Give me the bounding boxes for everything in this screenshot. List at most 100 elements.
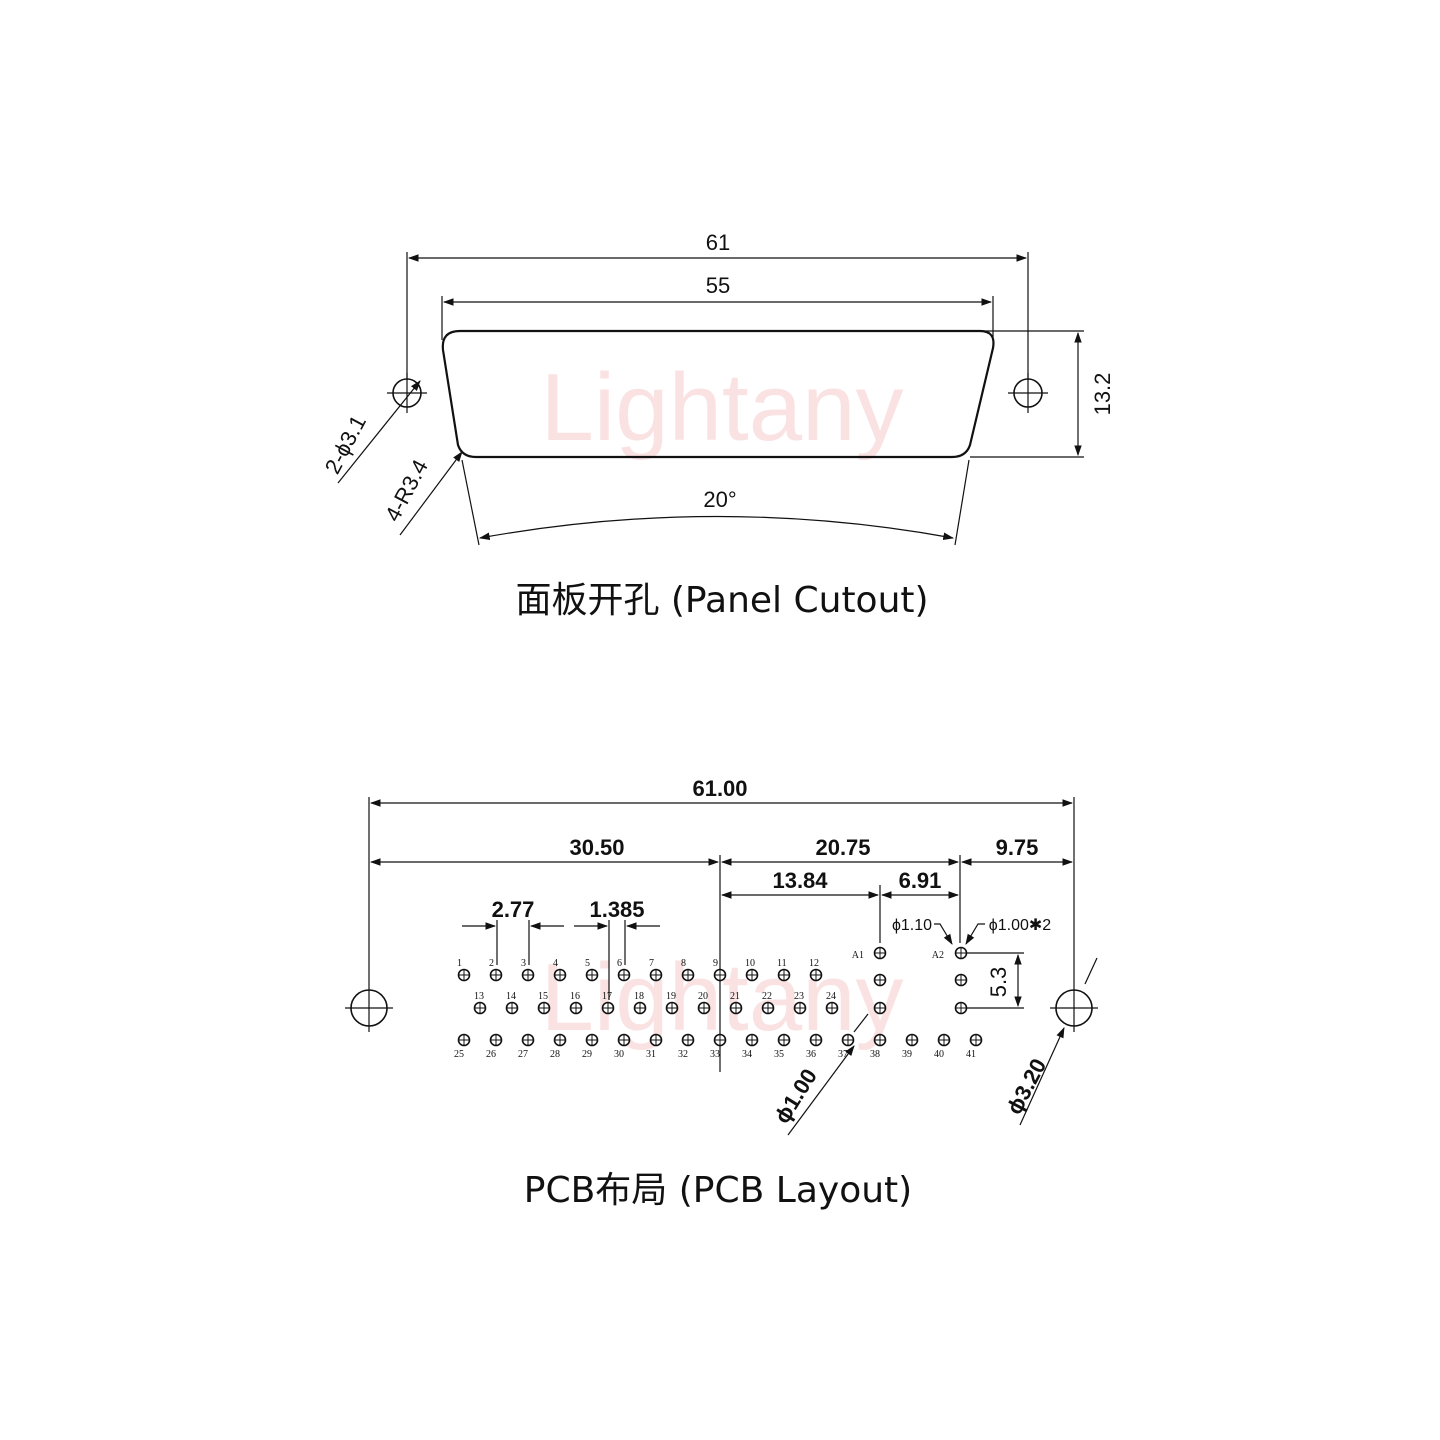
pin-label-17: 17 — [602, 991, 612, 1002]
pin-hole-35-cross — [779, 1035, 789, 1045]
pin-label-22: 22 — [762, 991, 772, 1002]
a2-hole-callout: ϕ1.00✱2 — [989, 917, 1052, 934]
pcb-dim-a1-a2: 6.91 — [899, 868, 942, 893]
coax-label-a2: A2 — [932, 950, 944, 961]
pin-label-2: 2 — [489, 958, 494, 969]
pin-hole-17-cross — [603, 1003, 613, 1013]
pin-hole-38-cross — [875, 1035, 885, 1045]
pcb-dim-pitch: 2.77 — [492, 897, 535, 922]
pin-label-4: 4 — [553, 958, 558, 969]
panel-cutout-drawing: 61 55 13.2 20° 2-ϕ3.1 4-R3.4 — [320, 230, 1115, 546]
pin-label-40: 40 — [934, 1049, 944, 1060]
pin-label-12: 12 — [809, 958, 819, 969]
dim-arc-20deg — [478, 515, 955, 540]
dim-angle: 20° — [703, 487, 736, 512]
pin-hole-9-cross — [715, 970, 725, 980]
pcb-dim-center-a1: 13.84 — [772, 868, 828, 893]
pin-label-20: 20 — [698, 991, 708, 1002]
pin-hole-7-cross — [651, 970, 661, 980]
pin-hole-33-cross — [715, 1035, 725, 1045]
pin-label-25: 25 — [454, 1049, 464, 1060]
pin-hole-41-cross — [971, 1035, 981, 1045]
coax-a1-hole-3-cross — [875, 1003, 885, 1013]
pcb-mount-hole-left — [345, 985, 393, 1032]
pin-hole-32-cross — [683, 1035, 693, 1045]
pin-hole-4-cross — [555, 970, 565, 980]
pin-hole-10-cross — [747, 970, 757, 980]
pin-hole-31-cross — [651, 1035, 661, 1045]
pin-hole-23-cross — [795, 1003, 805, 1013]
pin-label-23: 23 — [794, 991, 804, 1002]
pin-hole-19-cross — [667, 1003, 677, 1013]
pin-label-11: 11 — [777, 958, 787, 969]
pin-hole-18-cross — [635, 1003, 645, 1013]
pin-label-39: 39 — [902, 1049, 912, 1060]
pin-label-8: 8 — [681, 958, 686, 969]
pcb-dim-row-spacing: 5.3 — [986, 967, 1011, 998]
radius-callout: 4-R3.4 — [380, 455, 433, 525]
pin-label-9: 9 — [713, 958, 718, 969]
watermark-top: Lightany — [541, 354, 904, 461]
pin-hole-40-cross — [939, 1035, 949, 1045]
pin-hole-14-cross — [507, 1003, 517, 1013]
pin-hole-34-cross — [747, 1035, 757, 1045]
pcb-dim-overall: 61.00 — [692, 776, 747, 801]
pin-label-5: 5 — [585, 958, 590, 969]
pin-hole-37-cross — [843, 1035, 853, 1045]
pin-label-29: 29 — [582, 1049, 592, 1060]
pin-label-7: 7 — [649, 958, 654, 969]
pin-hole-16-cross — [571, 1003, 581, 1013]
pin-hole-28-cross — [555, 1035, 565, 1045]
pin-hole-5-cross — [587, 970, 597, 980]
pin-label-33: 33 — [710, 1049, 720, 1060]
pin-hole-29-cross — [587, 1035, 597, 1045]
pin-hole-2-cross — [491, 970, 501, 980]
coax-a2-hole-2-cross — [956, 975, 966, 985]
pin-label-36: 36 — [806, 1049, 816, 1060]
pin-hole-13-cross — [475, 1003, 485, 1013]
pin-label-31: 31 — [646, 1049, 656, 1060]
pin-label-37: 37 — [838, 1049, 848, 1060]
pin-label-34: 34 — [742, 1049, 752, 1060]
pin-hole-11-cross — [779, 970, 789, 980]
hole-callout: 2-ϕ3.1 — [320, 411, 371, 478]
pin-label-1: 1 — [457, 958, 462, 969]
pin-label-15: 15 — [538, 991, 548, 1002]
dim-overall-width: 61 — [706, 230, 730, 255]
pin-label-26: 26 — [486, 1049, 496, 1060]
pin-hole-1-cross — [459, 970, 469, 980]
pcb-dim-left-half: 30.50 — [569, 835, 624, 860]
dim-height: 13.2 — [1090, 373, 1115, 416]
pcb-mount-hole-right — [1050, 985, 1098, 1032]
panel-cutout-caption: 面板开孔 (Panel Cutout) — [515, 580, 928, 621]
pin-label-19: 19 — [666, 991, 676, 1002]
coax-a2-hole-3-cross — [956, 1003, 966, 1013]
pin-hole-20-cross — [699, 1003, 709, 1013]
pcb-layout-caption: PCB布局 (PCB Layout) — [524, 1170, 912, 1211]
pin-hole-6-cross — [619, 970, 629, 980]
pin-label-35: 35 — [774, 1049, 784, 1060]
pin-hole-22-cross — [763, 1003, 773, 1013]
pin-label-38: 38 — [870, 1049, 880, 1060]
pin-label-41: 41 — [966, 1049, 976, 1060]
pin-label-13: 13 — [474, 991, 484, 1002]
pin-hole-24-cross — [827, 1003, 837, 1013]
a1-hole-callout: ϕ1.10 — [892, 917, 932, 934]
pin-label-16: 16 — [570, 991, 580, 1002]
signal-hole-callout: ϕ1.00 — [769, 1064, 822, 1128]
pin-hole-3-cross — [523, 970, 533, 980]
pin-label-6: 6 — [617, 958, 622, 969]
coax-a1-hole-2-cross — [875, 975, 885, 985]
pin-hole-39-cross — [907, 1035, 917, 1045]
pin-hole-21-cross — [731, 1003, 741, 1013]
pin-hole-26-cross — [491, 1035, 501, 1045]
pin-label-21: 21 — [730, 991, 740, 1002]
pin-hole-12-cross — [811, 970, 821, 980]
pin-hole-30-cross — [619, 1035, 629, 1045]
pin-hole-25-cross — [459, 1035, 469, 1045]
pin-label-14: 14 — [506, 991, 516, 1002]
pin-label-18: 18 — [634, 991, 644, 1002]
pcb-dim-half-pitch: 1.385 — [589, 897, 644, 922]
pin-label-10: 10 — [745, 958, 755, 969]
